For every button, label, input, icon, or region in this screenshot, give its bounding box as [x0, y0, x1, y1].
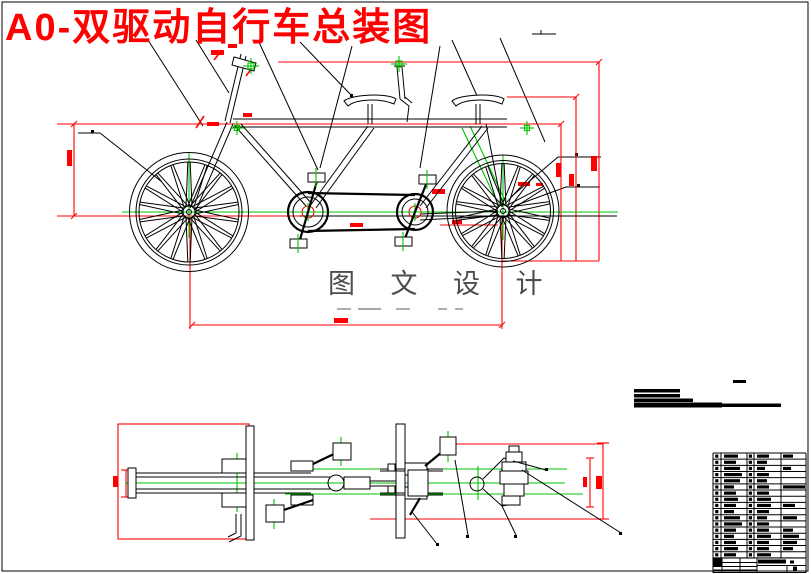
watermark-text: 图 文 设 计	[328, 269, 557, 299]
bottom-view	[113, 423, 622, 546]
rear-wheel-plane-bar	[395, 423, 406, 539]
leader-lines	[78, 30, 601, 207]
dimension-lines-main	[57, 44, 603, 329]
drive-linkage-top-view	[469, 445, 529, 507]
drivetrain	[286, 168, 437, 253]
tech-requirements-redacted	[634, 380, 781, 408]
front-saddle	[343, 94, 397, 124]
centerlines-main	[122, 125, 618, 240]
drawing-title: A0-双驱动自行车总装图	[5, 7, 433, 49]
bom-table	[712, 452, 807, 559]
frame-tubes	[189, 53, 617, 221]
rear-handlebar	[391, 56, 413, 123]
front-crank-top-view	[227, 442, 396, 543]
bottom-view-leaders	[411, 459, 622, 546]
frame-node-markers	[230, 121, 534, 135]
front-wheel-plane-bar	[245, 425, 255, 541]
pedals	[289, 168, 437, 253]
title-block-redacted	[713, 558, 797, 571]
front-wheel	[129, 152, 249, 272]
rear-crank-top-view	[380, 436, 457, 516]
rear-saddle	[451, 94, 505, 124]
cranks	[297, 180, 429, 244]
front-handlebar	[231, 56, 259, 74]
title-block	[712, 557, 807, 573]
